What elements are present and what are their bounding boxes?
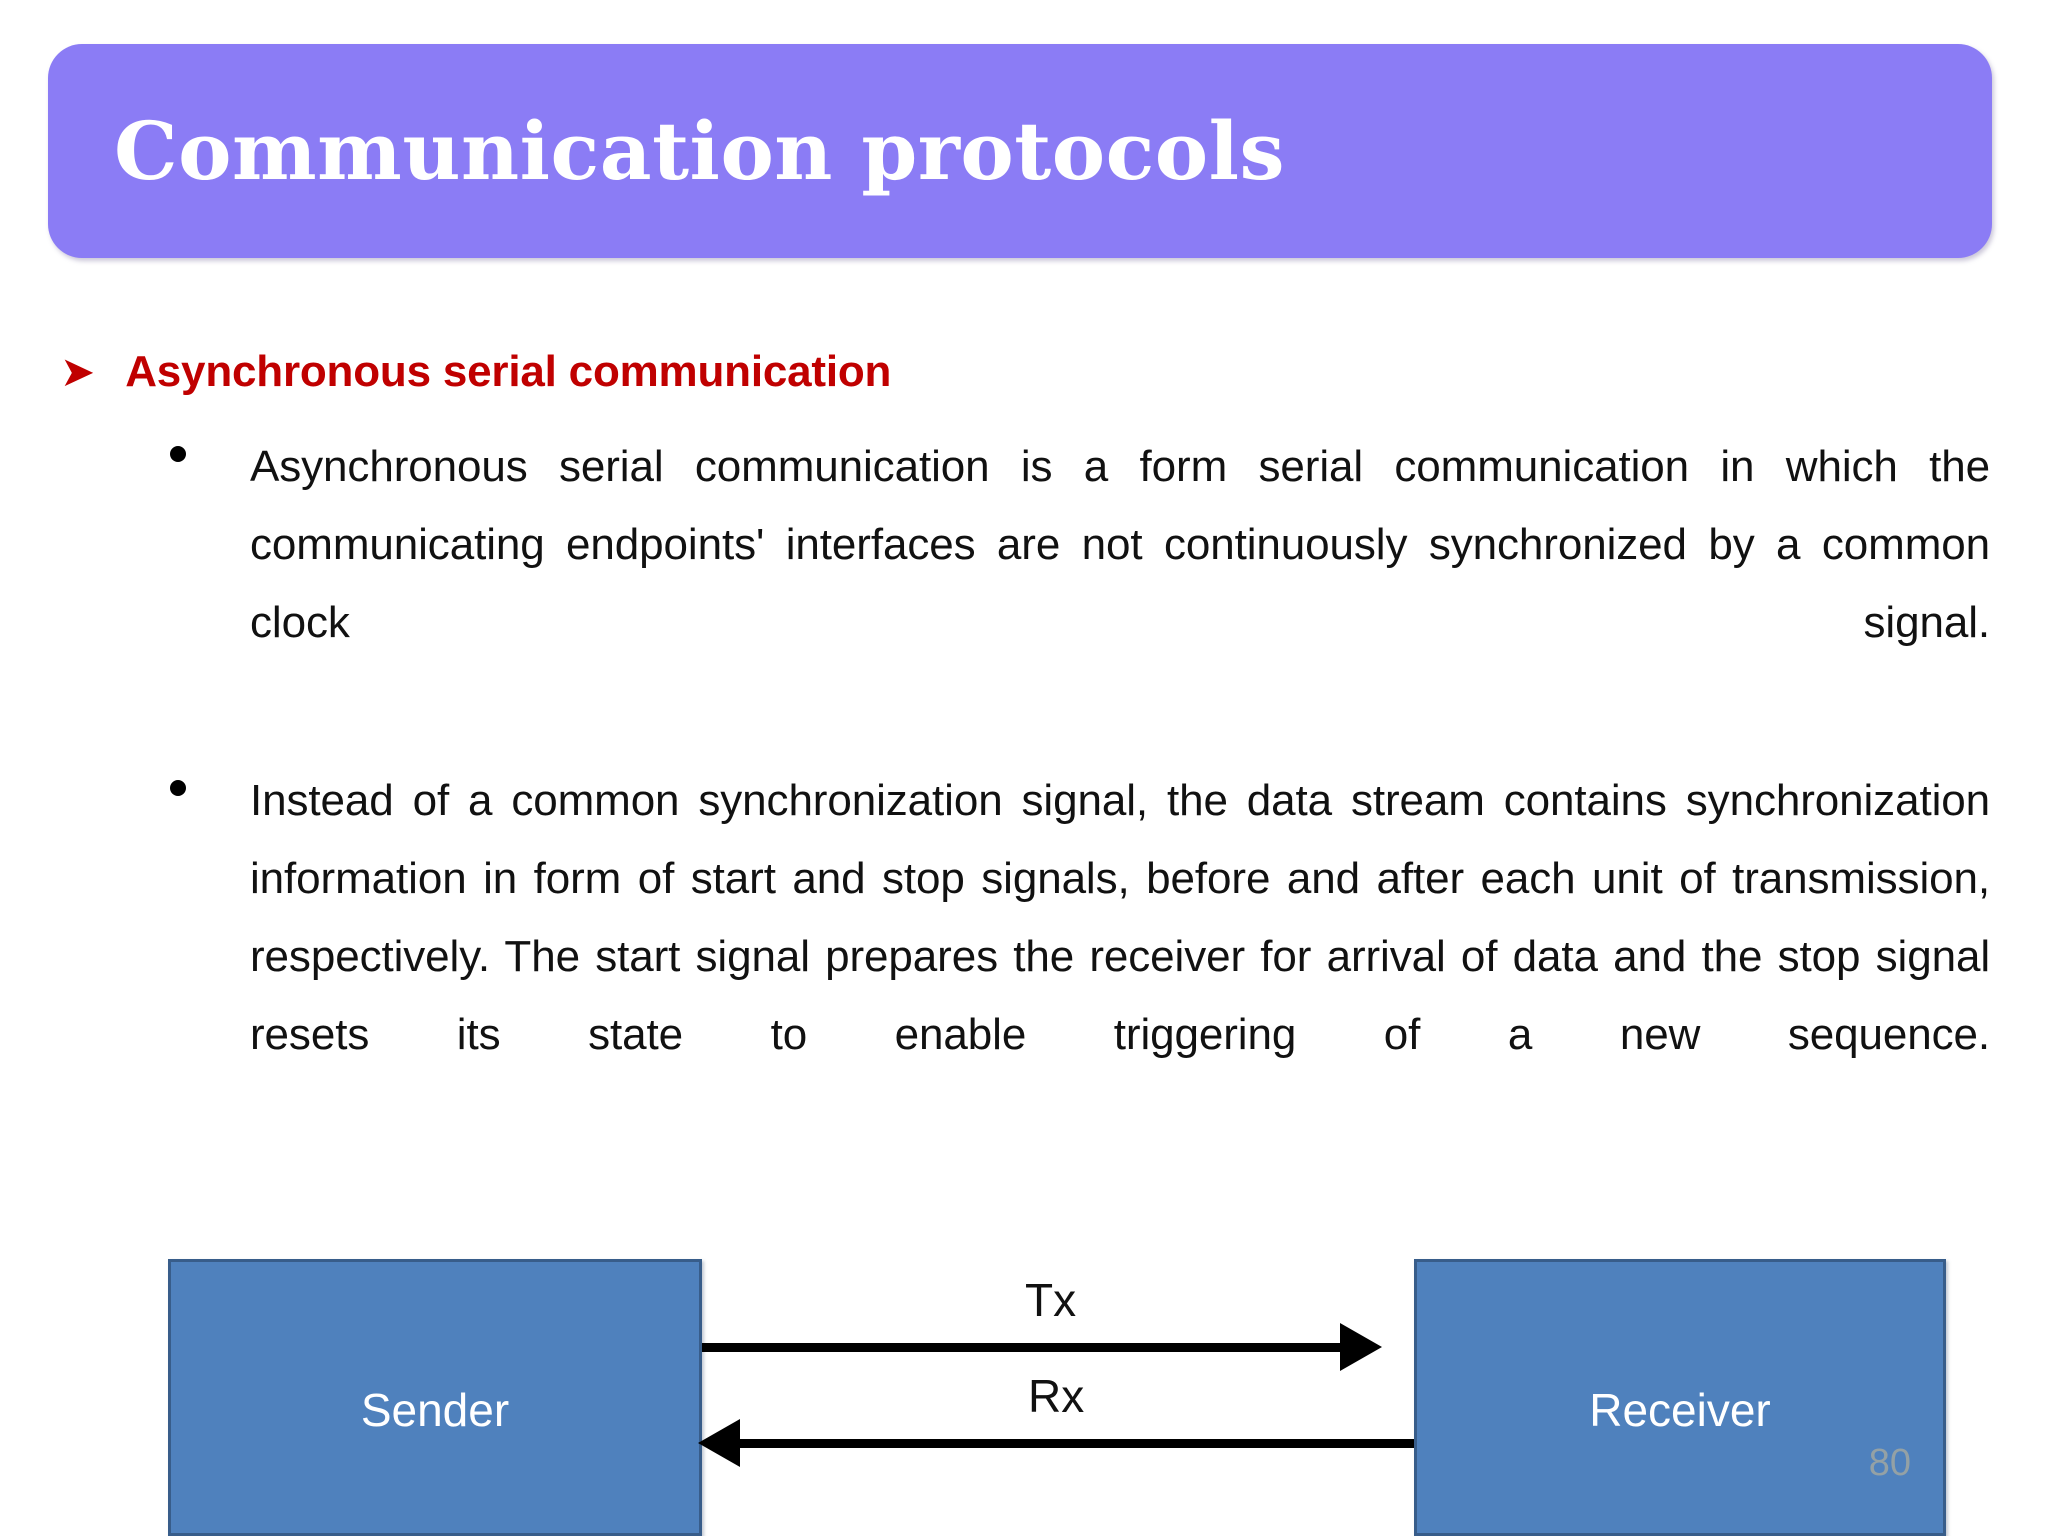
dot-bullet-icon <box>170 780 186 796</box>
arrow-right-icon <box>1340 1323 1382 1371</box>
arrow-left-icon <box>698 1419 740 1467</box>
diagram-node-receiver: Receiver 80 <box>1414 1259 1946 1536</box>
arrow-bullet-icon: ➤ <box>60 348 96 395</box>
section-heading-label: Asynchronous serial communication <box>125 347 892 396</box>
rx-link-line <box>740 1439 1414 1448</box>
tx-link-line <box>702 1343 1340 1352</box>
slide-content: ➤ Asynchronous serial communication Asyn… <box>0 258 2048 1536</box>
list-item-text: Instead of a common synchronization sign… <box>250 776 1990 1059</box>
diagram-node-sender-label: Sender <box>360 1384 510 1436</box>
slide-title-banner: Communication protocols <box>48 44 1992 258</box>
communication-diagram: Sender Receiver 80 Tx Rx <box>0 1259 2048 1536</box>
section-heading: ➤ Asynchronous serial communication <box>60 346 891 398</box>
tx-link-label: Tx <box>1025 1274 1077 1326</box>
slide-number: 80 <box>1868 1442 1911 1484</box>
list-item: Asynchronous serial communication is a f… <box>0 428 2048 740</box>
diagram-node-sender: Sender <box>168 1259 702 1536</box>
list-item: Instead of a common synchronization sign… <box>0 762 2048 1152</box>
list-item-text: Asynchronous serial communication is a f… <box>250 442 1990 647</box>
rx-link-label: Rx <box>1028 1370 1085 1422</box>
diagram-node-receiver-label: Receiver <box>1589 1384 1771 1436</box>
dot-bullet-icon <box>170 446 186 462</box>
bullet-list: Asynchronous serial communication is a f… <box>0 428 2048 1174</box>
slide-title: Communication protocols <box>114 104 1286 198</box>
